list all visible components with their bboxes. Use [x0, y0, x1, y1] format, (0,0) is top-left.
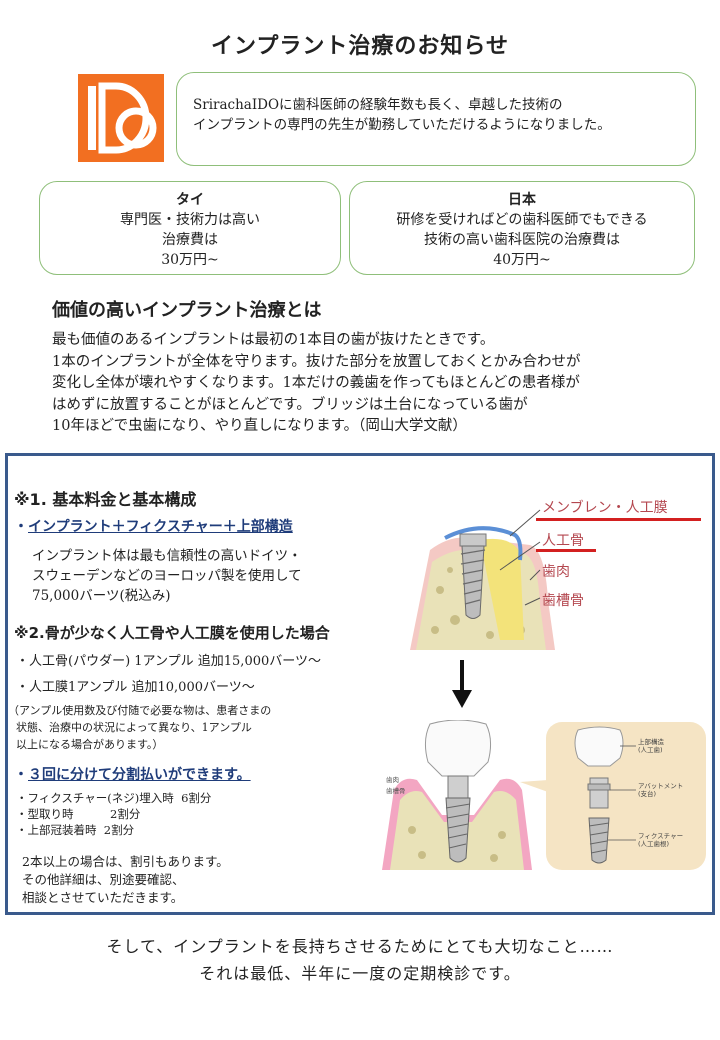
- fixture-part-icon: [588, 817, 610, 864]
- desc-line: スウェーデンなどのヨーロッパ製を使用して: [32, 568, 302, 584]
- small-gum-label: 歯肉: [386, 776, 399, 784]
- bone-graft-diagram: [410, 509, 555, 650]
- composition-subheading: ・インプラント＋フィクスチャー＋上部構造: [14, 516, 293, 536]
- installment-subheading: ・３回に分けて分割払いができます。: [14, 764, 251, 784]
- value-paragraph: 最も価値のあるインプラントは最初の1本目の歯が抜けたときです。 1本のインプラン…: [52, 330, 692, 438]
- note-line: 以上になる場合があります。）: [16, 738, 164, 751]
- value-line: 最も価値のあるインプラントは最初の1本目の歯が抜けたときです。: [52, 332, 495, 348]
- bullet: ・: [14, 519, 28, 535]
- ampoule-note: （アンプル使用数及び付随で必要な物は、患者さまの 状態、治療中の状況によって異な…: [8, 702, 271, 753]
- membrane-price: ・人工膜1アンプル 追加10,000バーツ～: [16, 680, 255, 695]
- leader-lines: [499, 509, 541, 606]
- japan-line: 技術の高い歯科医院の治療費は: [424, 232, 620, 248]
- japan-line: 研修を受ければどの歯科医師でもできる: [396, 212, 648, 228]
- membrane-underline: [536, 518, 701, 521]
- fixture-shape: [445, 797, 471, 863]
- bone-graft-shape: [480, 538, 524, 640]
- implant-crown-diagram: [382, 720, 532, 870]
- value-line: 変化し全体が壊れやすくなります。1本だけの義歯を作ってもほとんどの患者様が: [52, 375, 580, 391]
- crown-shape: [424, 720, 492, 777]
- payment-schedule: ・フィクスチャー(ネジ)埋入時 6割分 ・型取り時 2割分 ・上部冠装着時 2割…: [16, 790, 211, 838]
- value-heading: 価値の高いインプラント治療とは: [52, 300, 322, 321]
- fixture-part-text: フィクスチャー: [638, 832, 684, 840]
- pricing-heading-2: ※2.骨が少なく人工骨や人工膜を使用した場合: [14, 624, 330, 642]
- crown-part-text: 上部構造: [638, 738, 664, 746]
- parts-panel: [546, 722, 706, 870]
- installment-text: ３回に分けて分割払いができます。: [28, 767, 251, 783]
- closing-line: それは最低、半年に一度の定期検診です。: [199, 964, 521, 983]
- membrane-shape: [444, 526, 523, 561]
- note-line: （アンプル使用数及び付随で必要な物は、患者さまの: [8, 704, 272, 717]
- note-line: 状態、治療中の状況によって異なり、1アンプル: [16, 721, 252, 734]
- intro-line: SrirachaIDOに歯科医師の経験年数も長く、卓越した技術の: [193, 97, 563, 113]
- intro-line: インプラントの専門の先生が勤務していただけるようになりました。: [193, 117, 611, 133]
- schedule-item: ・型取り時 2割分: [16, 807, 141, 821]
- japan-heading: 日本: [508, 192, 536, 208]
- composition-text: インプラント＋フィクスチャー＋上部構造: [28, 519, 293, 535]
- bullet: ・: [14, 767, 28, 783]
- thai-heading: タイ: [176, 192, 204, 208]
- tail-line: 相談とさせていただきます。: [22, 890, 184, 905]
- discount-note: 2本以上の場合は、割引もあります。 その他詳細は、別途要確認、 相談とさせていた…: [22, 853, 229, 907]
- tail-line: その他詳細は、別途要確認、: [22, 872, 185, 887]
- bone-graft-price: ・人工骨(パウダー) 1アンプル 追加15,000バーツ～: [16, 654, 321, 669]
- fixture-part-label: フィクスチャー (人工歯根): [638, 832, 683, 848]
- fixture-part-sub: (人工歯根): [638, 840, 670, 848]
- implant-parts-diagram: [520, 726, 636, 864]
- closing-line: そして、インプラントを長持ちさせるためにとても大切なこと……: [106, 937, 614, 956]
- implant-screw-icon: [459, 533, 487, 619]
- ido-logo-icon: [88, 82, 157, 154]
- price-line: 75,000バーツ(税込み): [32, 588, 171, 604]
- abutment-part-label: アバットメント (支台): [638, 782, 683, 798]
- pricing-panel: [5, 453, 715, 915]
- abutment-shape: [447, 775, 469, 799]
- crown-part-icon: [574, 726, 624, 767]
- thai-price: 30万円~: [161, 252, 219, 268]
- alveolar-bone-label: 歯槽骨: [542, 593, 584, 609]
- bone-texture: [408, 826, 506, 862]
- abutment-part-sub: (支台): [638, 790, 657, 798]
- value-line: はめずに放置することがほとんどです。ブリッジは土台になっている歯が: [52, 396, 528, 413]
- abutment-part-icon: [589, 777, 609, 809]
- callout-pointer: [520, 780, 548, 792]
- japan-price: 40万円~: [493, 252, 551, 268]
- bone-graft-underline: [536, 549, 596, 552]
- arrow-down-icon: [452, 660, 472, 708]
- schedule-item: ・フィクスチャー(ネジ)埋入時 6割分: [16, 791, 212, 805]
- thai-comparison-box: タイ 専門医・技術力は高い 治療費は 30万円~: [39, 181, 341, 275]
- value-line: 1本のインプラントが全体を守ります。抜けた部分を放置しておくとかみ合わせが: [52, 353, 581, 370]
- thai-line: 治療費は: [162, 232, 218, 248]
- bone-graft-label: 人工骨: [542, 533, 584, 549]
- intro-box: SrirachaIDOに歯科医師の経験年数も長く、卓越した技術の インプラントの…: [176, 72, 696, 166]
- closing-message: そして、インプラントを長持ちさせるためにとても大切なこと…… それは最低、半年に…: [0, 933, 720, 987]
- schedule-item: ・上部冠装着時 2割分: [16, 823, 135, 837]
- abutment-part-text: アバットメント: [638, 782, 684, 790]
- gum-label: 歯肉: [542, 564, 570, 580]
- desc-line: インプラント体は最も信頼性の高いドイツ・: [32, 548, 302, 564]
- japan-comparison-box: 日本 研修を受ければどの歯科医師でもできる 技術の高い歯科医院の治療費は 40万…: [349, 181, 695, 275]
- membrane-label: メンブレン・人工膜: [542, 500, 668, 516]
- tail-line: 2本以上の場合は、割引もあります。: [22, 854, 229, 869]
- page-title: インプラント治療のお知らせ: [211, 34, 509, 59]
- small-bone-label: 歯槽骨: [386, 787, 406, 795]
- crown-part-label: 上部構造 (人工歯): [638, 738, 664, 754]
- thai-line: 専門医・技術力は高い: [120, 212, 260, 228]
- value-line: 10年ほどで虫歯になり、やり直しになります。（岡山大学文献）: [52, 418, 467, 434]
- implant-description: インプラント体は最も信頼性の高いドイツ・ スウェーデンなどのヨーロッパ製を使用し…: [32, 546, 302, 606]
- crown-part-sub: (人工歯): [638, 746, 663, 754]
- pricing-heading-1: ※1. 基本料金と基本構成: [14, 490, 197, 509]
- clinic-logo: [78, 74, 164, 162]
